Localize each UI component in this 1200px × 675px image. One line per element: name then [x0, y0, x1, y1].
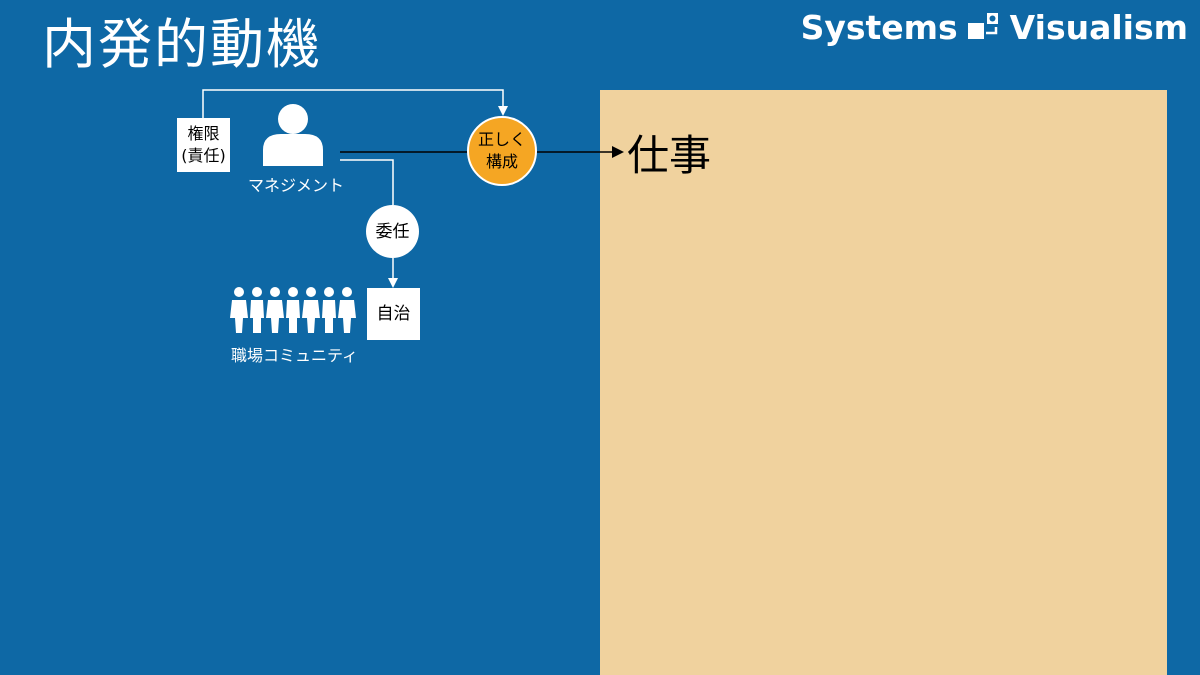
person-icon [263, 104, 323, 166]
correct-line1: 正しく [477, 130, 526, 149]
community-label: 職場コミュニティ [231, 346, 359, 365]
authority-box: 権限 (責任) [177, 118, 230, 172]
authority-line2: (責任) [181, 146, 226, 165]
work-panel [600, 90, 1167, 675]
delegation-connector-top [340, 159, 394, 205]
authority-line1: 権限 [187, 124, 220, 143]
group-of-people-icon [230, 287, 356, 333]
brand-logo-header: Systems Visualism [801, 8, 1188, 47]
authority-connector [202, 89, 508, 118]
brand-name-left: Systems [800, 8, 958, 47]
page-title: 内発的動機 [42, 13, 322, 76]
correct-structure-circle: 正しく 構成 [467, 116, 537, 186]
brand-name-right: Visualism [1009, 8, 1188, 47]
autonomy-box: 自治 [367, 288, 420, 340]
systems-visualism-logo-icon [967, 12, 998, 39]
delegation-circle: 委任 [366, 205, 419, 258]
work-label: 仕事 [627, 131, 712, 180]
correct-line2: 構成 [485, 152, 518, 171]
management-label: マネジメント [248, 176, 345, 195]
